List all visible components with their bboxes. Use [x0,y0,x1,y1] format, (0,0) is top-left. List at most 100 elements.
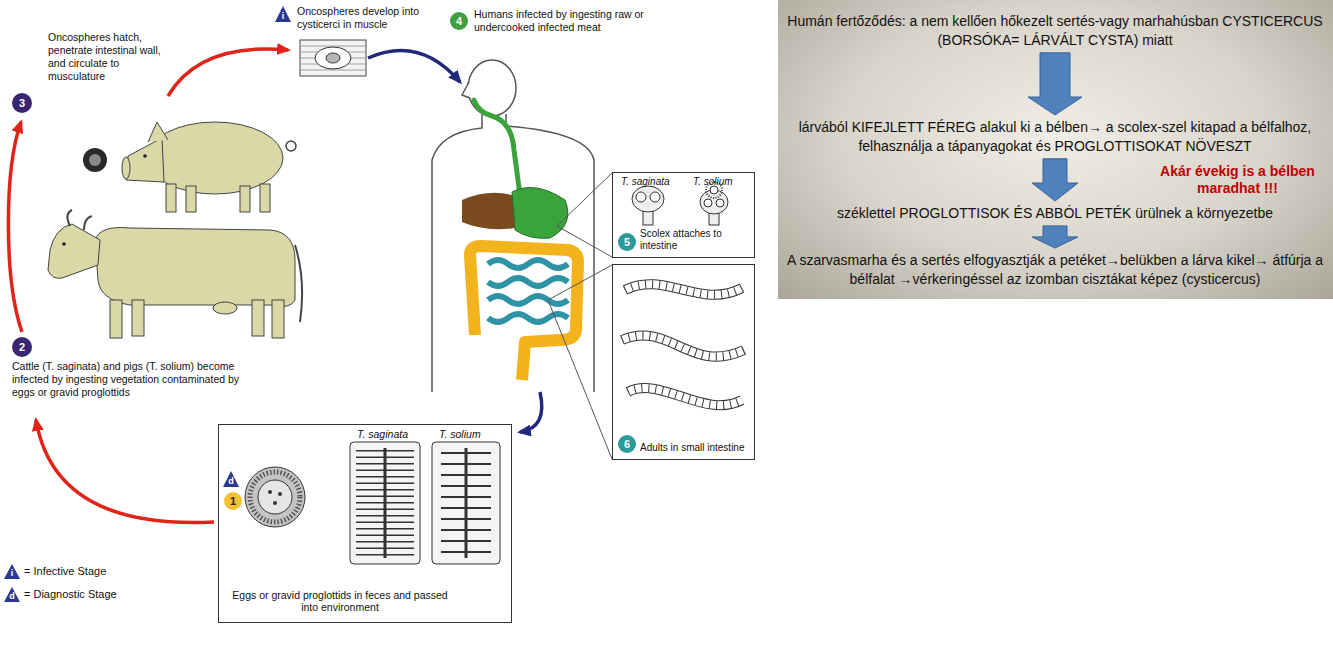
stage-caption: Oncospheres hatch, penetrate intestinal … [48,31,174,84]
block-arrow [1032,226,1078,248]
worm-outline [622,284,744,405]
stage-number: 2Cattle (T. saginata) and pigs (T. soliu… [12,337,32,357]
cycle-arrow [36,420,214,523]
cow-horns [67,210,92,230]
legend-text: = Infective Stage [24,565,106,577]
liver [462,193,515,229]
flow-step-text: Humán fertőződés: a nem kellően hőkezelt… [785,12,1325,50]
legend-triangle [4,564,20,579]
pig-leg [186,186,196,212]
stage-caption: Adults in small intestine [640,442,750,454]
species-name: T. solium [693,176,733,188]
oncosphere-core [89,154,101,166]
human-nose [462,82,470,98]
egg-shell [250,472,300,522]
callout-number: 6 [618,435,636,453]
stage-triangle [223,471,239,487]
species-name: T. saginata [621,176,670,188]
callout-number: 2 [12,337,32,357]
stage-number: 5 [618,233,636,251]
callout-number: 4 [450,12,468,30]
sucker [650,192,660,202]
uterus [465,448,468,558]
stage-symbol-letter: i [275,11,291,21]
species-name: T. saginata [357,428,408,441]
callout-number: 3 [12,93,32,113]
cow-leg [132,300,144,336]
hooklet [273,501,277,505]
pig-leg [240,186,250,212]
scolex-saginata [632,186,664,212]
stage-symbol-letter: d [223,476,239,486]
pig-ear [148,122,168,142]
cow-leg [252,300,264,336]
worm-body [622,284,744,405]
pig-body [147,122,283,194]
esophagus [474,100,520,195]
stage-caption: Cattle (T. saginata) and pigs (T. solium… [12,360,240,399]
cow-body [95,228,295,307]
callout-number: 5 [618,233,636,251]
sucker [636,192,646,202]
cysticercus-scolex [326,53,340,63]
zoom-leader [548,265,612,459]
egg [245,467,305,527]
stage-caption: Humans infected by ingesting raw or unde… [474,8,644,34]
legend-text: = Diagnostic Stage [24,588,117,600]
inset-box: T. saginata T. soliumScolex attaches to i… [612,172,755,258]
stage-number: 6 [618,435,636,453]
stage-number: 3Oncospheres hatch, penetrate intestinal… [12,93,32,113]
flow-step: A szarvasmarha és a sertés elfogyasztják… [785,251,1325,289]
cycle-arrow [368,50,460,82]
sucker [716,199,724,207]
oncosphere [83,148,107,172]
stage-triangle [275,6,291,22]
pig-snout [122,157,130,179]
large-intestine [470,246,578,380]
inset-box: T. saginata T. soliumEggs or gravid progl… [218,424,512,623]
cow-head [48,224,100,278]
proglottid-solium [432,442,500,564]
cycle-arrow [520,392,542,432]
uterus [384,448,387,558]
cycle-arrow [168,49,288,96]
hooklet [278,492,282,496]
muscle-tissue [300,40,366,76]
cow-udder [213,302,237,314]
cycle-arrow [8,122,22,332]
small-intestine [488,260,568,322]
pig-leg [166,184,176,212]
cysticercus [315,47,351,69]
flow-step-text: széklettel PROGLOTTISOK ÉS ABBÓL PETÉK ü… [785,204,1325,223]
pig-leg [260,184,270,212]
cow-tail [295,245,302,322]
stage-number: 1 [224,492,242,510]
zoom-leader [557,173,612,257]
sucker [704,199,712,207]
warning-note: Akár évekig is a bélben maradhat !!! [1150,163,1325,197]
hooklet [268,490,272,494]
inset-box: Adults in small intestine 6 [612,264,755,460]
species-name: T. solium [439,428,481,441]
proglottid-saginata [350,442,420,564]
stage-symbol-letter: d [4,591,20,601]
cow-leg [110,300,122,338]
block-arrow [1032,159,1078,201]
pig-eye [143,154,147,158]
stage-caption: Oncospheres develop into cysticerci in m… [297,5,419,31]
stage-number: 4Humans infected by ingesting raw or und… [450,12,468,30]
cow-leg [272,300,284,338]
flow-panel: Akár évekig is a bélben maradhat !!! Humá… [778,0,1333,299]
stage-caption: Eggs or gravid proglottids in feces and … [229,589,451,614]
flow-step-text: A szarvasmarha és a sertés elfogyasztják… [785,251,1325,289]
cow-eye [62,242,66,246]
flow-step-text: lárvából KIFEJLETT FÉREG alakul ki a bél… [785,118,1325,156]
egg-embryo [258,480,292,514]
stomach [512,188,568,239]
adult-worms [622,284,744,405]
stage-caption: Scolex attaches to intestine [640,228,750,252]
flow-step: lárvából KIFEJLETT FÉREG alakul ki a bél… [785,118,1325,156]
muscle-fibres [300,46,366,70]
flow-step: széklettel PROGLOTTISOK ÉS ABBÓL PETÉK ü… [785,204,1325,223]
